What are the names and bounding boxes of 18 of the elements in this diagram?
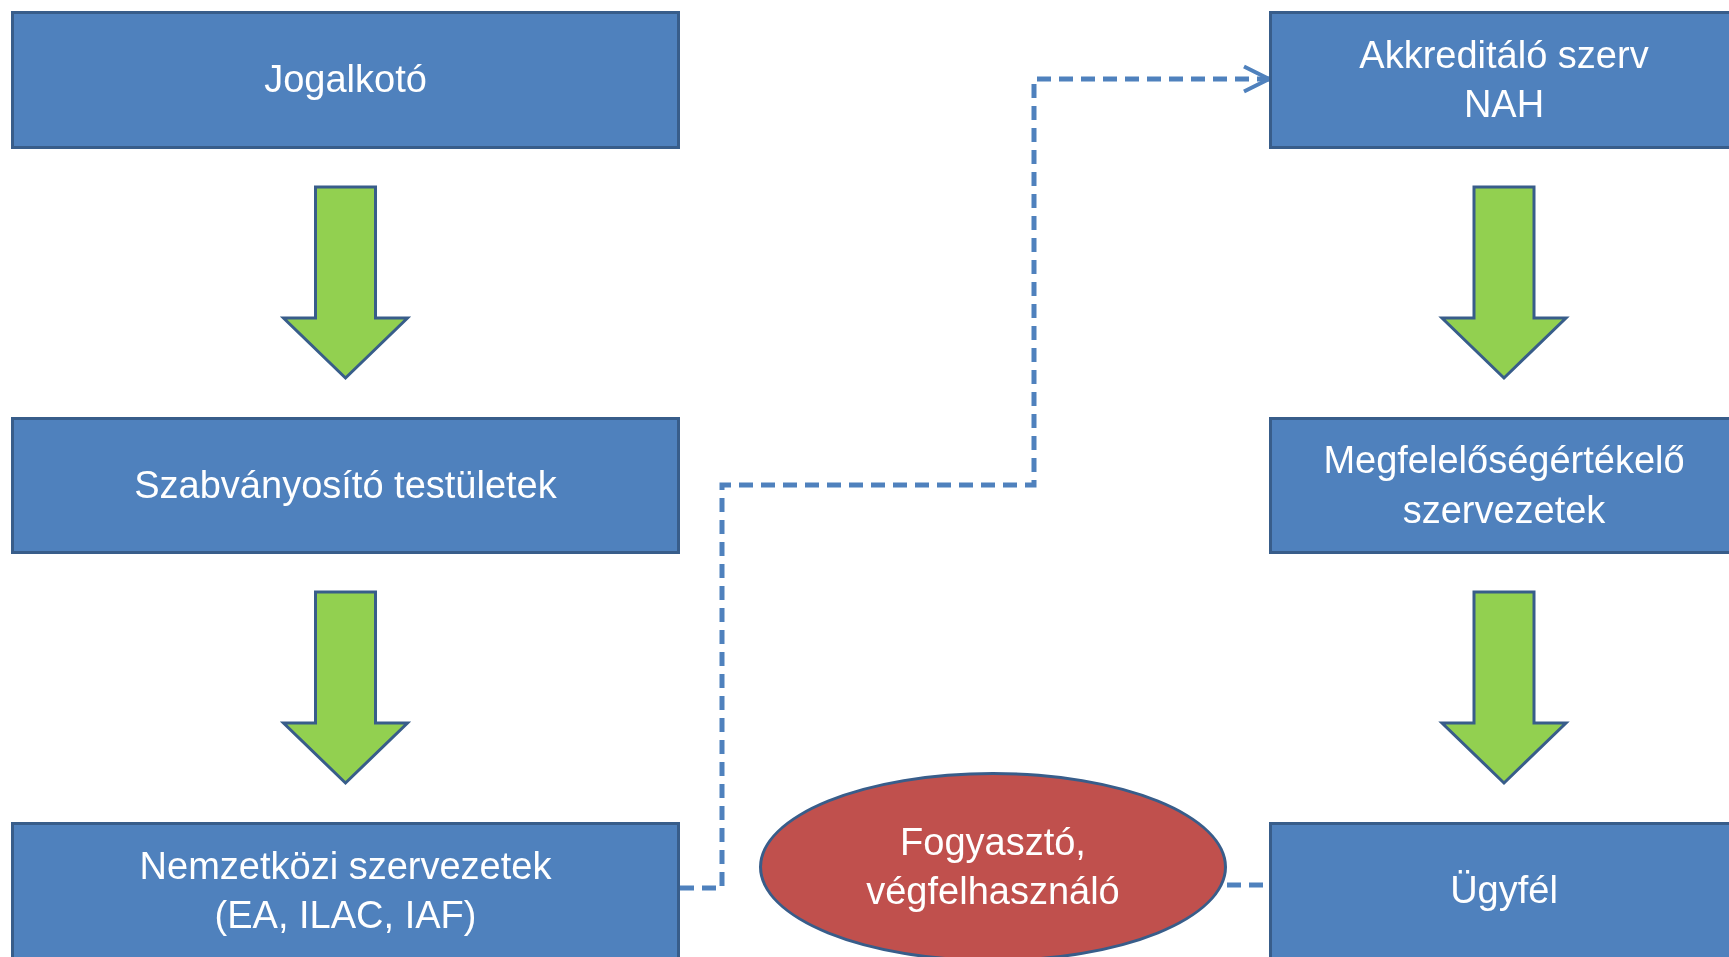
node-label: Jogalkotó [264,57,427,103]
process-box [11,822,680,957]
node-label: Nemzetközi szervezetek (EA, ILAC, IAF) [138,843,553,938]
process-box [1269,11,1729,149]
process-box [1269,417,1729,554]
node-label: Akkreditáló szerv NAH [1358,32,1650,127]
dashed-connector [680,64,1271,891]
block-arrow [1438,590,1570,786]
block-arrow [279,185,412,381]
process-box [1269,822,1729,957]
node-label: Megfelelőségértékelő szervezetek [1322,438,1686,533]
process-box [11,417,680,554]
node-label: Ügyfél [1450,868,1558,914]
node-label: Szabványosító testületek [134,462,557,508]
process-box [11,11,680,149]
block-arrow [1438,185,1570,381]
block-arrow [279,590,412,786]
node-label: Fogyasztó, végfelhasználó [865,819,1121,914]
